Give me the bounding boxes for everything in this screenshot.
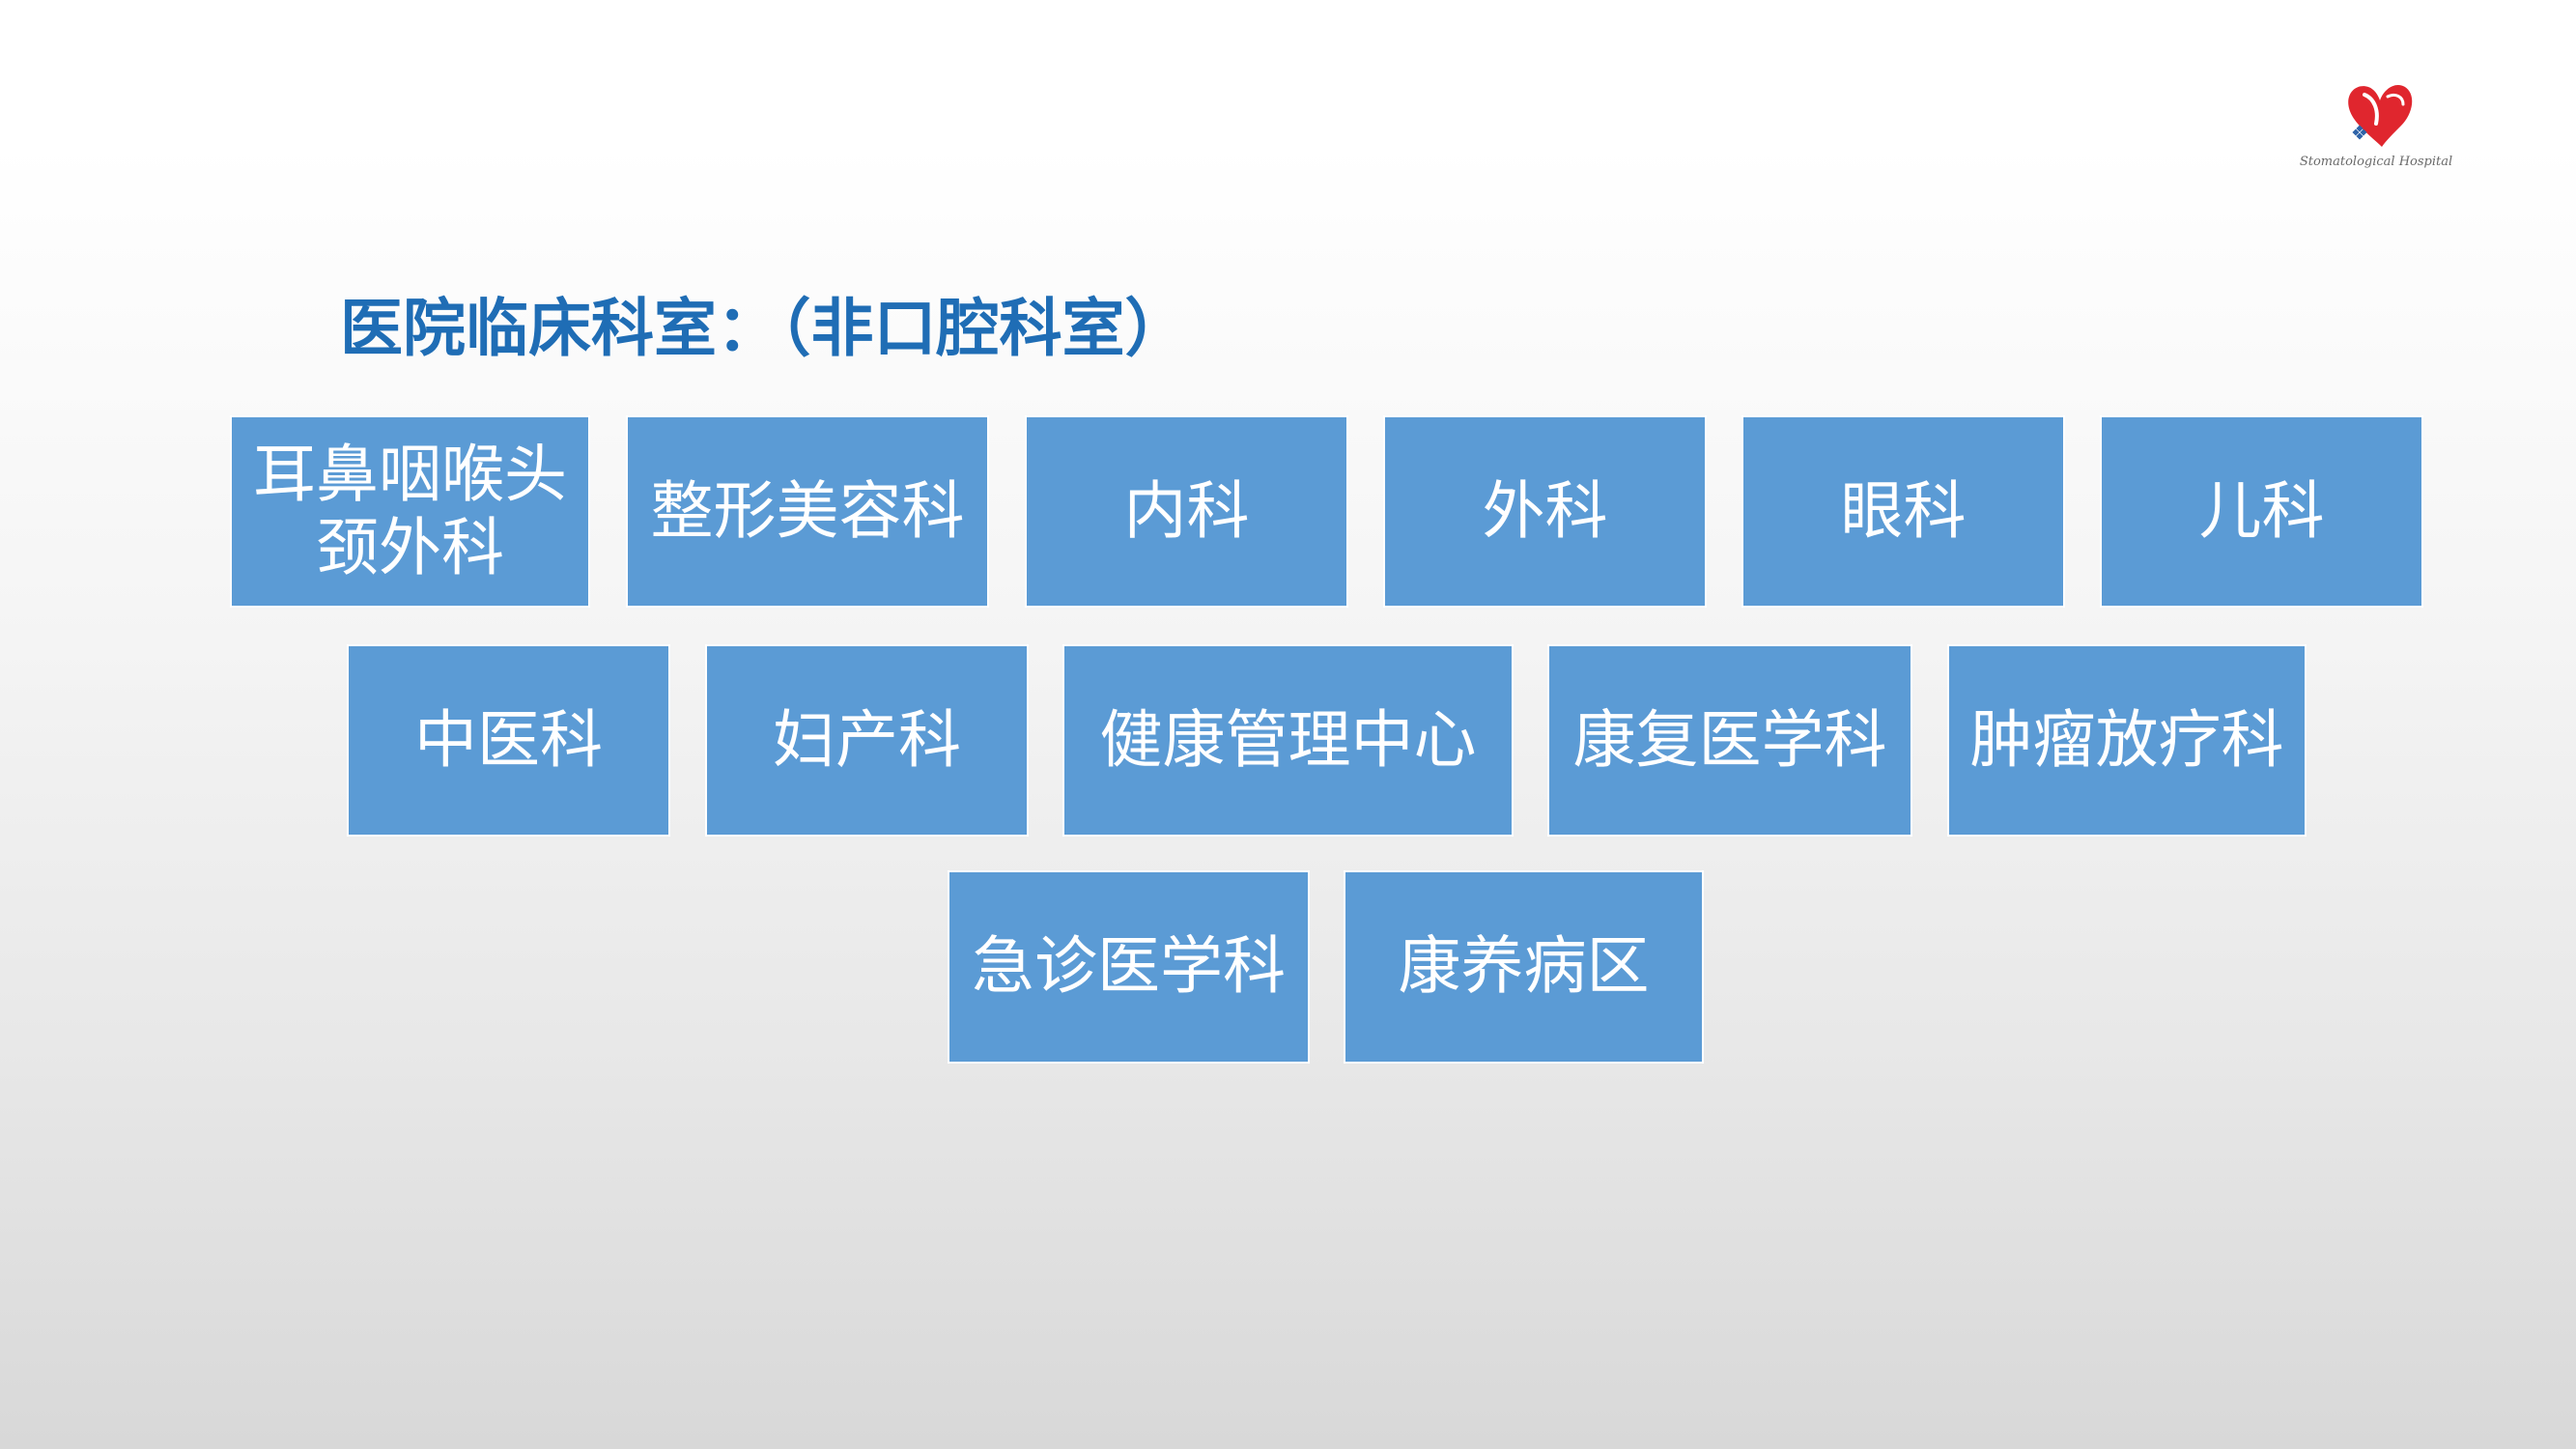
department-label: 儿科 [2198,476,2325,547]
logo-heart-mark [2348,84,2413,147]
department-emergency-medicine: 急诊医学科 [948,870,1310,1064]
department-label: 中医科 [413,705,603,776]
hospital-logo [2328,75,2444,157]
logo-text: Stomatological Hospital [2299,155,2453,169]
department-label: 耳鼻咽喉头颈外科 [252,440,567,583]
department-convalescent-ward: 康养病区 [1344,870,1704,1064]
department-label: 康复医学科 [1572,705,1887,776]
department-label: 外科 [1482,476,1608,547]
department-ent-head-neck-surgery: 耳鼻咽喉头颈外科 [230,415,590,608]
department-radiation-oncology: 肿瘤放疗科 [1947,644,2307,837]
slide-title: 医院临床科室：（非口腔科室） [340,293,1188,363]
department-ophthalmology: 眼科 [1741,415,2065,608]
department-plastic-surgery: 整形美容科 [626,415,989,608]
department-label: 健康管理中心 [1099,705,1477,776]
department-label: 妇产科 [772,705,961,776]
department-pediatrics: 儿科 [2100,415,2423,608]
logo-heart-highlight [2363,93,2379,126]
department-label: 肿瘤放疗科 [1969,705,2284,776]
department-rehabilitation-medicine: 康复医学科 [1547,644,1912,837]
hospital-logo-icon [2348,84,2413,147]
department-label: 康养病区 [1398,932,1650,1002]
department-label: 整形美容科 [650,476,965,547]
department-obstetrics-gynecology: 妇产科 [705,644,1029,837]
department-label: 眼科 [1840,476,1967,547]
department-surgery: 外科 [1383,415,1707,608]
department-label: 内科 [1123,476,1250,547]
department-traditional-chinese-medicine: 中医科 [347,644,670,837]
department-health-management-center: 健康管理中心 [1062,644,1514,837]
department-label: 急诊医学科 [971,932,1286,1002]
department-internal-medicine: 内科 [1025,415,1348,608]
logo-heart-highlight-2 [2386,93,2405,106]
